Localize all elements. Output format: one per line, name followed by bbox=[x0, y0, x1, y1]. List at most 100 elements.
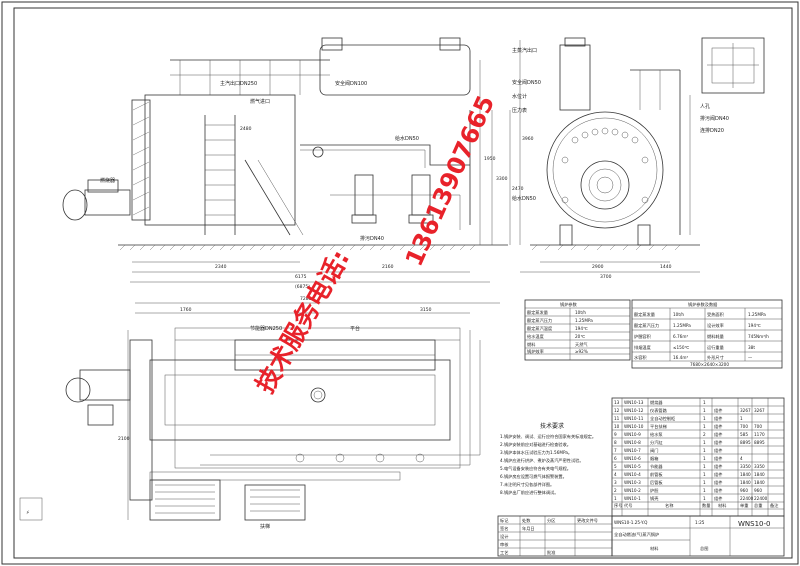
parts-cell: WN10-2 bbox=[624, 488, 641, 493]
dim-side-w1: 2900 bbox=[592, 264, 604, 270]
revision-box: 标记 处数 分区 更改文件号 签名 年月日 设计 审核 工艺 批准 bbox=[497, 515, 613, 557]
data-cell: 排烟温度 bbox=[634, 344, 652, 351]
parts-cell: 前管板 bbox=[650, 471, 663, 478]
data-cell: — bbox=[748, 355, 752, 360]
parts-cell: 22400 bbox=[740, 496, 754, 501]
data-cell: 设计效率 bbox=[707, 322, 724, 329]
parts-cell: 1170 bbox=[754, 432, 765, 437]
label-ladder: 扶梯 bbox=[260, 523, 270, 530]
title-main: WNS10-1.25-Y.Q bbox=[614, 520, 648, 525]
parts-header: 材料 bbox=[718, 502, 727, 509]
parts-cell: 9 bbox=[614, 432, 617, 437]
parts-cell: 1840 bbox=[754, 472, 765, 477]
parts-cell: 10 bbox=[614, 424, 620, 429]
parts-cell: 1 bbox=[703, 472, 706, 477]
parts-cell: 组件 bbox=[714, 431, 722, 438]
dim-front-d1: 2340 bbox=[215, 264, 227, 270]
revision-label: 年月日 bbox=[522, 525, 535, 532]
data-table-footer: 7680×2640×3200 bbox=[690, 362, 729, 367]
parts-cell: 1 bbox=[703, 400, 706, 405]
parts-cell: 1 bbox=[703, 424, 706, 429]
data-cell: 6.76m³ bbox=[673, 334, 688, 339]
revision-label: 更改文件号 bbox=[577, 517, 598, 524]
data-cell: 额定蒸汽压力 bbox=[634, 322, 659, 329]
parts-cell: 1 bbox=[703, 416, 706, 421]
data-cell: 水容积 bbox=[634, 354, 647, 361]
revision-label: 标记 bbox=[500, 517, 509, 524]
title-sub: 全自动燃油(气)蒸汽锅炉 bbox=[614, 531, 659, 538]
title-block: WNS10-1.25-Y.Q 全自动燃油(气)蒸汽锅炉 WNS10-0 1:25… bbox=[611, 515, 785, 557]
parts-cell: 1 bbox=[703, 480, 706, 485]
parts-cell: 960 bbox=[754, 488, 762, 493]
tech-req-item: 7.未注明尺寸见各部件详图。 bbox=[500, 481, 554, 488]
parts-header: 单重 bbox=[740, 502, 748, 509]
label-water-level: 水位计 bbox=[512, 93, 527, 100]
parts-cell: 组件 bbox=[714, 479, 722, 486]
data-cell: 1.25MPa bbox=[673, 323, 691, 328]
parts-cell: 1840 bbox=[754, 480, 765, 485]
dim-front-d5: 1950 bbox=[484, 156, 496, 162]
params-table: 锅炉参数 额定蒸发量 10t/h 额定蒸汽压力 1.25MPa 额定蒸汽温度 1… bbox=[524, 299, 631, 361]
tech-req-item: 4.锅炉应进行烘炉、煮炉及蒸汽严密性试验。 bbox=[500, 457, 584, 464]
parts-cell: WN10-11 bbox=[624, 416, 644, 421]
parts-cell: WN10-12 bbox=[624, 408, 644, 413]
tech-req-title: 技术要求 bbox=[540, 422, 564, 430]
parts-cell: 组件 bbox=[714, 455, 722, 462]
label-drain-valve: 排污阀DN40 bbox=[700, 115, 729, 122]
data-cell: 16.4m³ bbox=[673, 355, 688, 360]
parts-cell: 组件 bbox=[714, 407, 722, 414]
data-cell: 10t/h bbox=[673, 312, 684, 317]
data-cell: 194℃ bbox=[748, 323, 761, 328]
parts-cell: 3 bbox=[614, 480, 617, 485]
revision-label: 签名 bbox=[500, 525, 508, 532]
parts-header: 数量 bbox=[702, 502, 710, 509]
parts-cell: 3350 bbox=[740, 464, 751, 469]
data-cell: 额定蒸发量 bbox=[634, 311, 655, 318]
parts-cell: WN10-4 bbox=[624, 472, 641, 477]
label-manhole: 人孔 bbox=[700, 103, 710, 110]
parts-cell: 3267 bbox=[740, 408, 751, 413]
label-feed-water: 给水DN50 bbox=[395, 135, 419, 142]
dim-top-l3: 3150 bbox=[420, 307, 432, 313]
data-table-title: 锅炉参数及数据 bbox=[688, 301, 717, 308]
parts-cell: 8 bbox=[614, 440, 617, 445]
front-view: 2340 6175 (6875) 2160 1950 3300 2480 燃烧器… bbox=[62, 37, 508, 290]
data-cell: 外形尺寸 bbox=[707, 354, 724, 361]
data-cell: ≤150℃ bbox=[673, 345, 690, 350]
dim-top-l1: 7280 bbox=[300, 296, 312, 302]
label-safety: 安全阀DN100 bbox=[335, 80, 367, 87]
parts-cell: WN10-3 bbox=[624, 480, 641, 485]
parts-cell: 组件 bbox=[714, 439, 722, 446]
dim-front-d6: 3300 bbox=[496, 176, 508, 182]
parts-cell: WN10-8 bbox=[624, 440, 641, 445]
parts-cell: 1 bbox=[703, 456, 706, 461]
parts-cell: 1 bbox=[740, 416, 743, 421]
parts-cell: 3267 bbox=[754, 408, 765, 413]
label-safety-valve: 安全阀DN50 bbox=[512, 79, 541, 86]
parts-header: 名称 bbox=[665, 502, 673, 509]
parts-cell: 1 bbox=[703, 488, 706, 493]
parts-cell: 平台扶梯 bbox=[650, 423, 667, 430]
parts-cell: 8895 bbox=[754, 440, 765, 445]
label-platform: 平台 bbox=[350, 325, 360, 332]
parts-header: 备注 bbox=[770, 502, 779, 509]
sheet-name: 总图 bbox=[700, 545, 708, 552]
parts-cell: 700 bbox=[754, 424, 762, 429]
parts-cell: 后管板 bbox=[650, 479, 663, 486]
tech-req-item: 6.锅炉房应设置可燃气体报警装置。 bbox=[500, 473, 567, 480]
parts-cell: 1 bbox=[703, 448, 706, 453]
side-view: 2900 3700 1440 3960 2470 主蒸汽出口 安全阀DN50 水… bbox=[509, 37, 765, 280]
data-cell: 745Nm³/h bbox=[748, 334, 769, 339]
parts-list: 13 WN10-13 燃烧器 1 12 WN10-12 仪表管路 1 组件 32… bbox=[611, 397, 785, 517]
drawing-no: WNS10-0 bbox=[738, 520, 771, 528]
revision-label: 处数 bbox=[522, 517, 531, 524]
revision-label: 设计 bbox=[500, 533, 508, 540]
parts-cell: 阀门 bbox=[650, 447, 658, 454]
top-view: 7280 1760 3150 210 bbox=[19, 296, 500, 530]
label-drain: 排污DN40 bbox=[360, 235, 384, 242]
revision-label: 审核 bbox=[500, 541, 509, 548]
label-burner: 燃烧器 bbox=[100, 177, 115, 184]
parts-cell: 给水泵 bbox=[650, 431, 663, 438]
tech-requirements: 技术要求 1.锅炉安装、调试、运行应符合国家有关标准规定。 2.锅炉安装前应对基… bbox=[500, 422, 596, 496]
